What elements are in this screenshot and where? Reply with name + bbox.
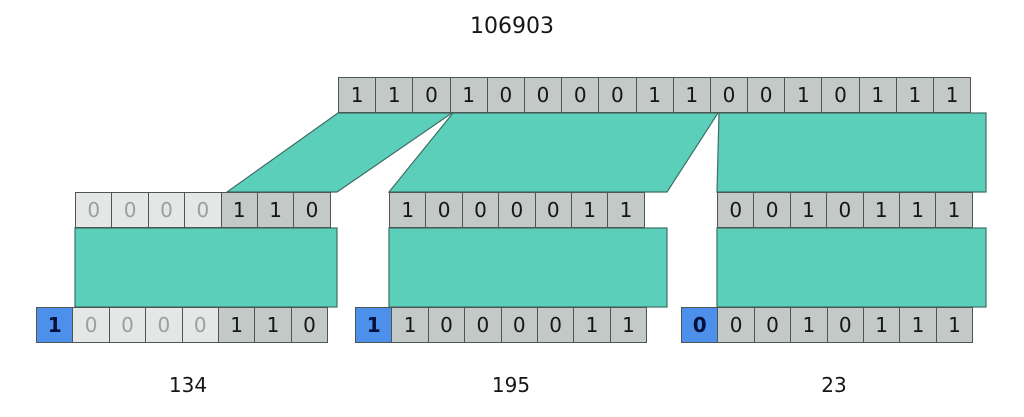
bit-cell: 0	[464, 307, 502, 343]
bit-cell: 0	[111, 192, 149, 228]
bit-cell: 0	[747, 77, 786, 113]
bit-cell: 0	[108, 307, 147, 343]
bit-cell: 0	[486, 77, 525, 113]
connector-band-134	[74, 227, 338, 308]
connector-polygon-195	[387, 112, 720, 193]
bit-cell: 1	[789, 192, 828, 228]
bit-cell: 1	[607, 192, 645, 228]
leading-bit-cell: 0	[681, 307, 719, 343]
bit-cell: 1	[375, 77, 414, 113]
bit-cell: 0	[147, 192, 186, 228]
bit-cell: 0	[412, 77, 451, 113]
bit-cell: 1	[895, 77, 934, 113]
bit-cell: 1	[933, 77, 972, 113]
connector-polygon-23	[716, 112, 987, 193]
bit-cell: 0	[717, 307, 755, 343]
bit-cell: 1	[391, 307, 429, 343]
bit-cell: 1	[935, 307, 974, 343]
caption-195: 195	[491, 373, 531, 397]
bit-cell: 0	[561, 77, 600, 113]
bit-cell: 1	[784, 77, 823, 113]
bit-cell: 0	[500, 307, 538, 343]
bit-cell: 1	[790, 307, 828, 343]
diagram-title: 106903	[470, 14, 554, 39]
bit-cell: 0	[290, 307, 329, 343]
bit-cell: 1	[449, 77, 488, 113]
bit-cell: 0	[534, 192, 572, 228]
bit-cell: 0	[753, 192, 791, 228]
connector-band-23	[716, 227, 987, 308]
bit-cell: 1	[609, 307, 648, 343]
connector-band-195	[388, 227, 668, 308]
bit-cell: 1	[254, 307, 292, 343]
bit-cell: 1	[573, 307, 611, 343]
bit-cell: 0	[536, 307, 575, 343]
bit-cell: 1	[570, 192, 609, 228]
bit-cell: 0	[293, 192, 331, 228]
bit-cell: 1	[858, 77, 897, 113]
bit-cell: 0	[75, 192, 113, 228]
bit-cell: 1	[862, 307, 901, 343]
bit-cell: 0	[427, 307, 466, 343]
bit-cell: 0	[425, 192, 463, 228]
bit-cell: 1	[635, 77, 674, 113]
bit-cell: 1	[862, 192, 900, 228]
bit-cell: 0	[717, 192, 755, 228]
bit-cell: 1	[256, 192, 295, 228]
bit-cell: 1	[220, 192, 258, 228]
bit-cell: 1	[217, 307, 256, 343]
caption-134: 134	[168, 373, 208, 397]
leading-bit-cell: 1	[355, 307, 393, 343]
bit-cell: 0	[826, 307, 864, 343]
bit-cell: 1	[898, 192, 937, 228]
bit-cell: 0	[184, 192, 222, 228]
bit-cell: 1	[672, 77, 711, 113]
bit-cell: 0	[498, 192, 536, 228]
bit-cell: 1	[935, 192, 973, 228]
bit-cell: 0	[709, 77, 749, 113]
bit-cell: 0	[753, 307, 792, 343]
bit-cell: 0	[461, 192, 500, 228]
bit-cell: 0	[523, 77, 563, 113]
bit-cell: 0	[821, 77, 860, 113]
bit-cell: 1	[899, 307, 937, 343]
bit-cell: 0	[826, 192, 864, 228]
bit-cell: 1	[389, 192, 427, 228]
bit-cell: 0	[181, 307, 219, 343]
bit-cell: 0	[72, 307, 110, 343]
bit-cell: 0	[598, 77, 637, 113]
leading-bit-cell: 1	[36, 307, 74, 343]
bit-cell: 0	[145, 307, 183, 343]
caption-23: 23	[821, 373, 847, 397]
bit-cell: 1	[338, 77, 377, 113]
connector-polygon-134	[225, 112, 454, 193]
